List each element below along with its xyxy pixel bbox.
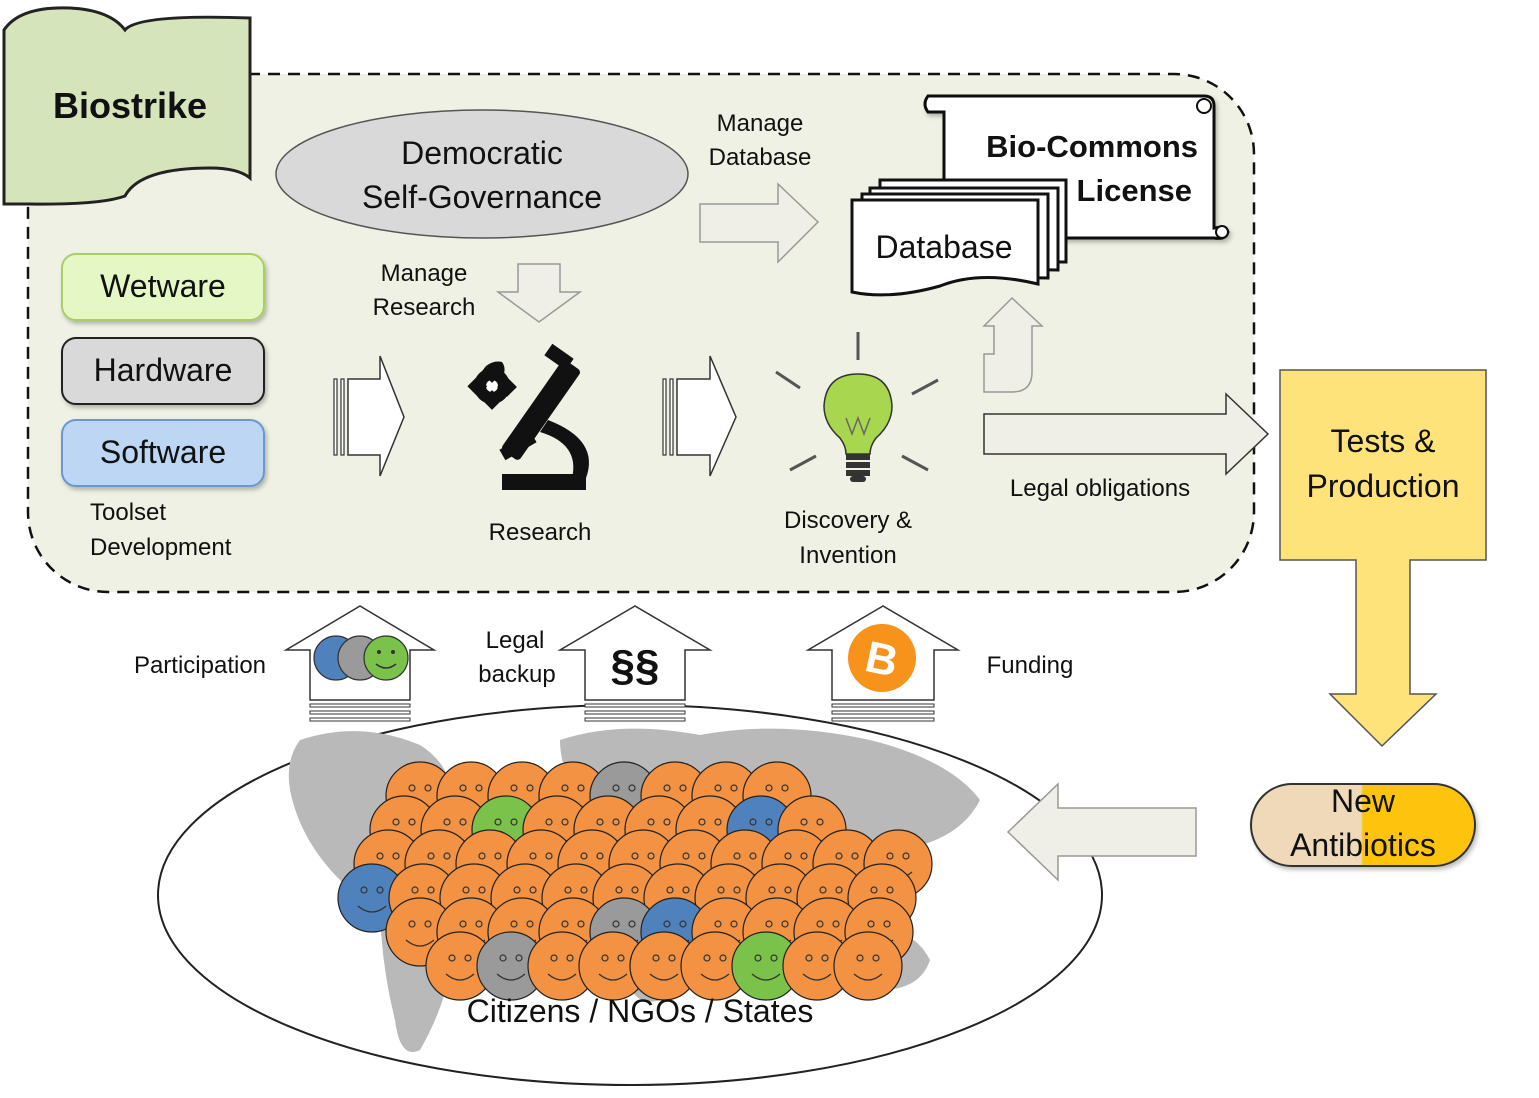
database-documents [850,178,1068,297]
license-line1: Bio-Commons [986,129,1198,164]
legal-obligations-label: Legal obligations [1009,475,1191,502]
legal-backup-line1: Legal [485,627,545,654]
toolset-hardware: Hardware [93,352,233,388]
biostrike-title: Biostrike [52,85,208,126]
research-to-discovery-arrow [662,355,737,477]
antibiotics-line2: Antibiotics [1290,827,1436,863]
toolset-pills [61,253,265,487]
discovery-line2: Invention [799,542,897,569]
crowd-faces [337,761,933,1001]
smiley-faces-icon [313,635,409,681]
manage-research-arrow [495,263,583,323]
toolset-wetware: Wetware [100,268,226,304]
manage-database-arrow [699,182,820,264]
crowd-face [476,931,546,1001]
toolset-to-research-arrow [333,355,405,477]
antibiotics-pill [1250,783,1476,867]
participation-label: Participation [133,652,267,679]
legal-backup-arrow [557,605,713,722]
legal-obligations-arrow [983,392,1270,476]
crowd-face [629,931,699,1001]
crowd-face [578,931,648,1001]
manage-database-line1: Manage [716,110,804,137]
research-label: Research [488,519,592,546]
legal-backup-symbol: §§ [610,641,660,690]
manage-database-line2: Database [708,144,812,171]
toolset-software: Software [99,434,227,470]
discovery-to-database-arrow [982,296,1044,393]
crowd-face [833,931,903,1001]
lightbulb-icon [775,332,939,482]
microscope-icon [467,343,589,490]
funding-label: Funding [986,652,1074,679]
citizens-label: Citizens / NGOs / States [466,993,814,1029]
tests-line1: Tests & [1330,423,1436,459]
manage-research-line1: Manage [380,260,468,287]
toolset-caption-line1: Toolset [90,499,167,526]
license-line2: License [1076,173,1192,208]
tests-line2: Production [1306,468,1460,504]
toolset-caption-line2: Development [90,534,232,561]
governance-line2: Self-Governance [361,179,603,215]
antibiotics-to-citizens-arrow [1006,782,1197,882]
discovery-line1: Discovery & [783,507,913,534]
database-label: Database [875,229,1013,265]
tests-production-box [1279,369,1487,748]
bitcoin-icon: B [848,624,916,692]
manage-research-line2: Research [372,294,476,321]
governance-ellipse [275,109,689,239]
antibiotics-line1: New [1330,783,1395,819]
governance-line1: Democratic [401,135,563,171]
legal-backup-line2: backup [478,661,556,688]
biostrike-banner [2,6,252,206]
